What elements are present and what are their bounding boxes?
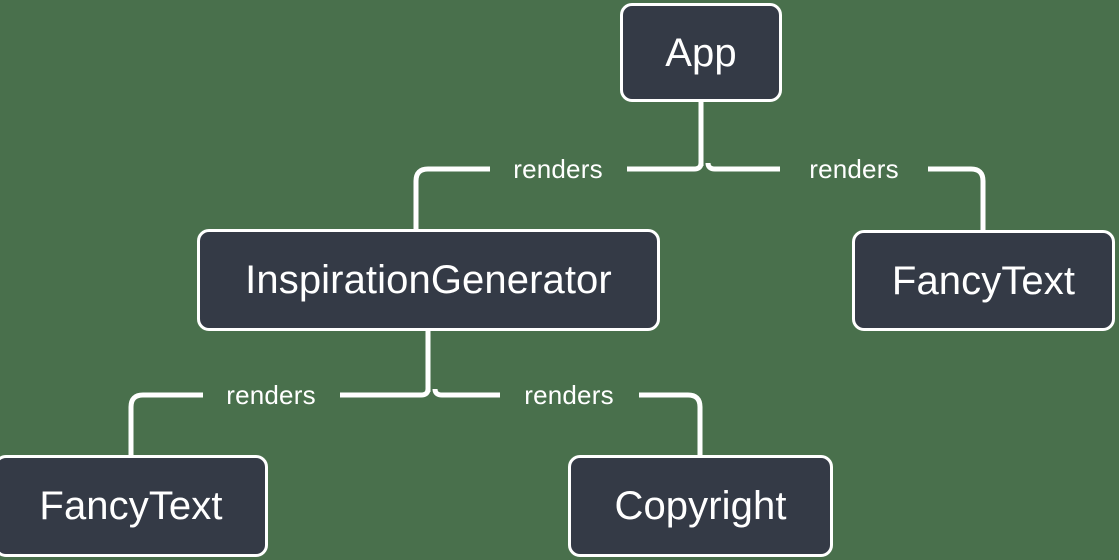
node-app[interactable]: App — [620, 3, 782, 102]
node-fancytext-bottom[interactable]: FancyText — [0, 455, 268, 557]
node-fancytext-top[interactable]: FancyText — [852, 230, 1115, 331]
edge-label-inspiration-generator-to-fancytext: renders — [226, 380, 316, 410]
node-inspiration-generator[interactable]: InspirationGenerator — [197, 229, 660, 331]
wire-app-to-fancytext-right — [928, 166, 986, 241]
wire-app-to-inspiration-right — [627, 162, 704, 172]
wire-ig-to-fancytext-left — [128, 392, 203, 466]
node-fancytext-bottom-label: FancyText — [39, 484, 223, 528]
node-app-label: App — [665, 30, 737, 75]
node-inspiration-generator-label: InspirationGenerator — [245, 258, 612, 302]
wire-ig-to-copyright-right — [639, 392, 703, 466]
edge-label-app-to-inspiration-generator: renders — [513, 154, 603, 184]
node-copyright-label: Copyright — [614, 484, 787, 528]
wire-app-to-inspiration-left — [413, 166, 490, 241]
node-fancytext-top-label: FancyText — [891, 258, 1076, 303]
node-copyright[interactable]: Copyright — [568, 455, 833, 557]
wire-app-to-fancytext-left — [705, 162, 780, 172]
edge-label-app-to-fancytext: renders — [809, 154, 899, 184]
edge-label-inspiration-generator-to-copyright: renders — [524, 380, 614, 410]
wire-ig-to-copyright-left — [432, 388, 500, 398]
wire-ig-to-fancytext-right — [340, 388, 431, 398]
